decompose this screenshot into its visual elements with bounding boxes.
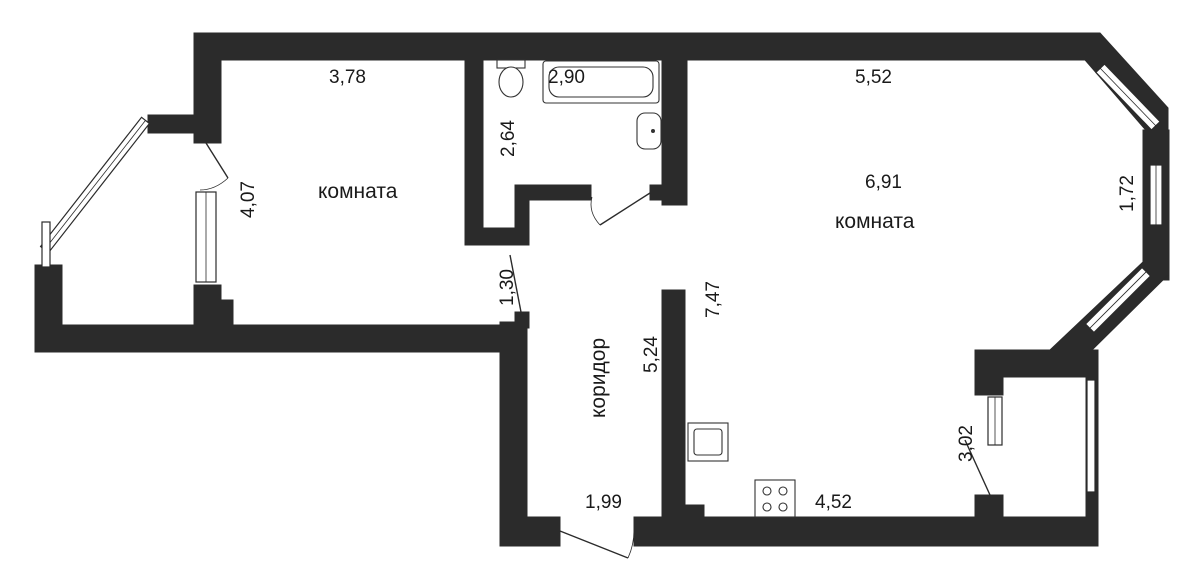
wall-left-room-west-lower [193, 284, 222, 331]
dim-doorway: 1,30 [497, 269, 518, 306]
window-bay-upper [1095, 63, 1161, 131]
walls [34, 32, 1170, 547]
window-bay-lower [1084, 266, 1152, 334]
wall-top [193, 32, 1095, 61]
door-entrance-arc [627, 529, 635, 559]
wall-balcony-west [34, 264, 63, 353]
wall-loggia-left-stub [974, 349, 1004, 396]
wall-left-room-west-notch [218, 299, 234, 326]
window-balcony-lower [41, 221, 51, 268]
bathtub-icon [542, 60, 660, 104]
wall-kitchen-bottom-stub [974, 494, 1004, 521]
door-balcony [205, 142, 229, 179]
toilet-icon [496, 59, 526, 98]
wall-corridor-left [499, 321, 528, 547]
dim-right-room-width: 5,52 [855, 67, 892, 88]
labels: комната комната коридор 3,78 4,07 2,90 2… [238, 67, 1138, 513]
dim-corridor-width: 1,99 [585, 492, 622, 513]
dim-left-room-depth: 4,07 [238, 181, 259, 218]
dim-bay-window: 1,72 [1117, 175, 1138, 212]
dim-left-room-width: 3,78 [329, 67, 366, 88]
wall-bath-east [661, 57, 688, 206]
room-label-left: комната [318, 180, 398, 203]
door-left-room [509, 254, 522, 313]
wall-partition [661, 289, 686, 521]
dim-bathroom-depth: 2,64 [498, 120, 519, 157]
doors [199, 142, 991, 559]
kitchen-sink-icon [687, 422, 729, 462]
door-bathroom [599, 192, 651, 226]
windows [39, 63, 1163, 493]
dim-bathroom-width: 2,90 [548, 67, 585, 88]
room-label-corridor: коридор [587, 338, 610, 418]
wall-door-jamb [514, 311, 530, 329]
wall-partition-foot [661, 504, 705, 521]
wall-left-room-west-upper [193, 32, 222, 144]
dim-corridor-length: 5,24 [641, 336, 662, 373]
dim-loggia-depth: 3,02 [956, 425, 977, 462]
window-left-room [195, 191, 217, 283]
dim-right-room-depth: 6,91 [865, 172, 902, 193]
door-bathroom-arc [590, 196, 601, 226]
wall-bath-step-top [514, 184, 592, 201]
window-bay-middle [1149, 164, 1163, 226]
sink-icon [636, 112, 662, 150]
door-balcony-arc [199, 177, 229, 191]
door-entrance [559, 530, 629, 559]
door-loggia [964, 439, 991, 496]
room-label-right: комната [835, 210, 915, 233]
dim-kitchen-width: 4,52 [815, 492, 852, 513]
wall-left-room-bottom [34, 324, 526, 353]
window-loggia [987, 379, 1096, 493]
wall-bottom-right [633, 516, 1099, 547]
wall-bath-east-foot [649, 184, 688, 201]
fixtures [496, 59, 796, 518]
dim-partition-length: 7,47 [703, 281, 724, 318]
wall-bath-bottom [464, 227, 516, 246]
wall-bath-west [464, 57, 484, 246]
wall-balcony-top-stub [147, 114, 197, 134]
window-balcony [39, 116, 151, 254]
stove-icon [754, 479, 796, 518]
